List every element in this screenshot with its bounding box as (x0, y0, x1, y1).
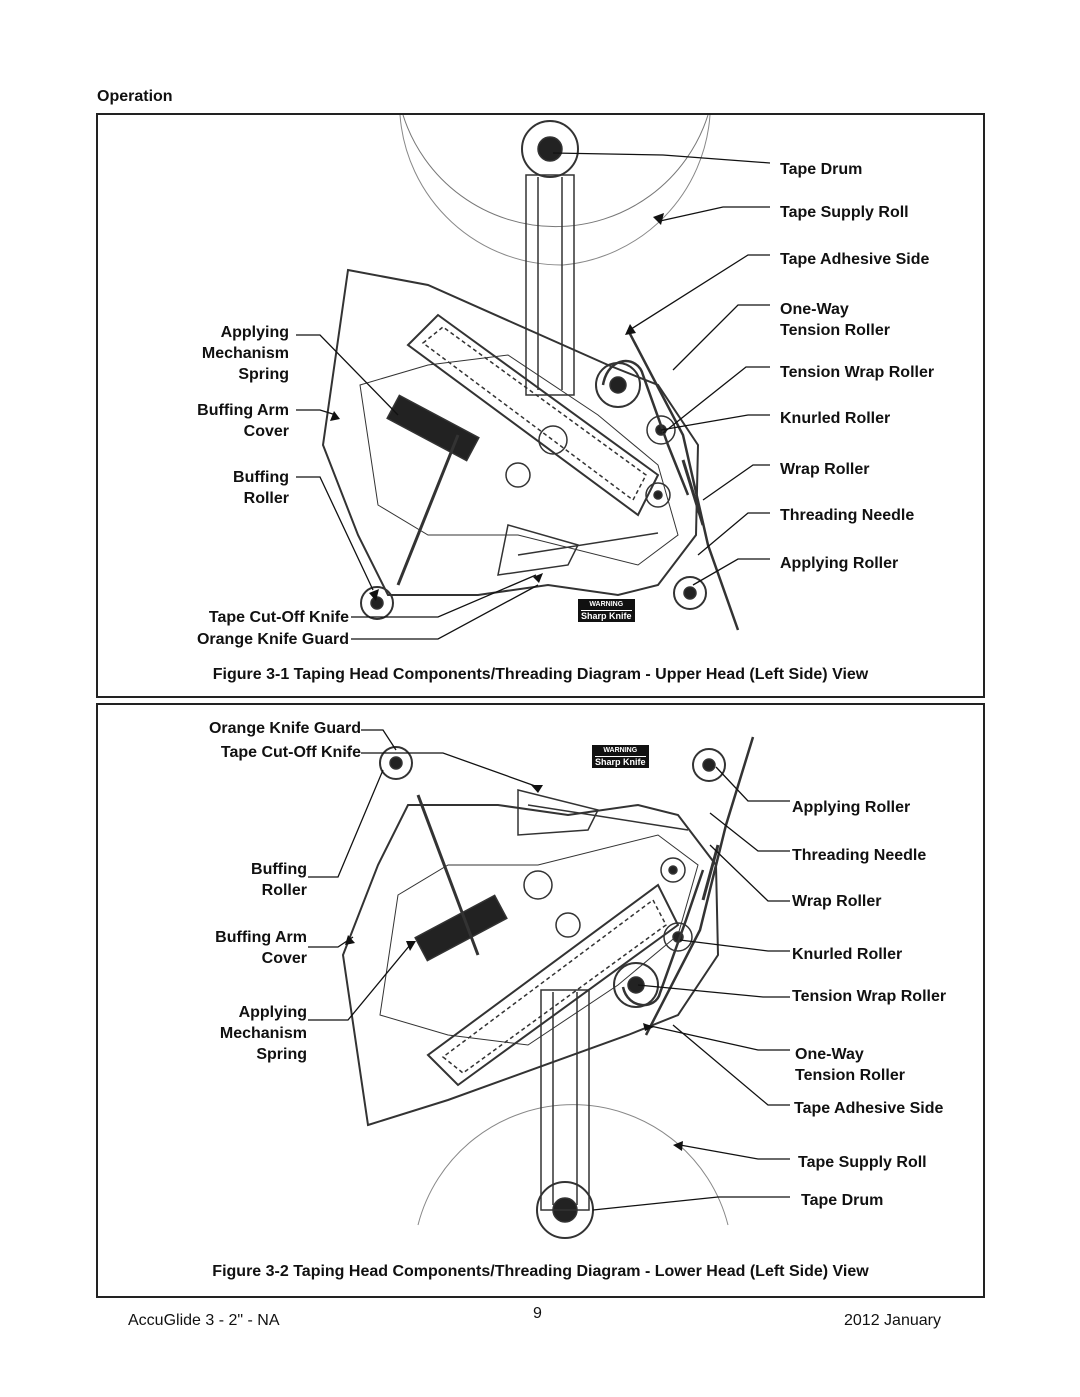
threading-needle-label: Threading Needle (792, 847, 927, 864)
tension-wrap-roller-label: Tension Wrap Roller (792, 988, 947, 1005)
tape-drum-label: Tape Drum (780, 161, 863, 178)
tension-wrap-roller-label: Tension Wrap Roller (780, 364, 935, 381)
buffing-roller-label: Buffing Roller (233, 469, 289, 507)
upper-head-diagram (296, 115, 771, 640)
applying-roller-label: Applying Roller (792, 799, 911, 816)
footer-date: 2012 January (844, 1312, 941, 1329)
section-title: Operation (97, 88, 173, 105)
buffing-roller-label: Buffing Roller (251, 861, 307, 899)
knurled-roller-label: Knurled Roller (792, 946, 903, 963)
figure-3-1-panel: Applying Mechanism Spring Buffing Arm Co… (96, 113, 985, 698)
sharp-knife-warning-label: WARNING Sharp Knife (592, 745, 649, 768)
lower-head-diagram (308, 729, 790, 1295)
knurled-roller-label: Knurled Roller (780, 410, 891, 427)
orange-knife-guard-label: Orange Knife Guard (196, 631, 349, 648)
tape-supply-roll-label: Tape Supply Roll (780, 204, 909, 221)
wrap-roller-label: Wrap Roller (780, 461, 870, 478)
tape-cutoff-knife-label: Tape Cut-Off Knife (208, 609, 349, 626)
tape-supply-roll-outline (402, 115, 709, 228)
applying-mechanism-spring-label: Applying Mechanism Spring (219, 1004, 307, 1063)
tape-adhesive-side-label: Tape Adhesive Side (794, 1100, 944, 1117)
figure-3-2-panel: Orange Knife Guard Tape Cut-Off Knife Bu… (96, 703, 985, 1298)
wrap-roller-label: Wrap Roller (792, 893, 882, 910)
sharp-knife-warning-label: WARNING Sharp Knife (578, 599, 635, 622)
tape-adhesive-side-label: Tape Adhesive Side (780, 251, 930, 268)
figure-3-1-caption: Figure 3-1 Taping Head Components/Thread… (212, 666, 869, 683)
tape-drum-label: Tape Drum (801, 1192, 884, 1209)
footer-product: AccuGlide 3 - 2" - NA (128, 1312, 280, 1329)
buffing-arm-cover-label: Buffing Arm Cover (215, 929, 307, 967)
orange-knife-guard-label: Orange Knife Guard (208, 720, 361, 737)
buffing-arm-cover-label: Buffing Arm Cover (197, 402, 289, 440)
threading-needle-label: Threading Needle (780, 507, 915, 524)
tape-cutoff-knife-label: Tape Cut-Off Knife (220, 744, 361, 761)
page-number: 9 (533, 1305, 542, 1322)
applying-mechanism-spring-label: Applying Mechanism Spring (201, 324, 289, 383)
figure-3-2-caption: Figure 3-2 Taping Head Components/Thread… (212, 1263, 869, 1280)
tape-supply-roll-label: Tape Supply Roll (798, 1154, 927, 1171)
one-way-tension-roller-label: One-Way Tension Roller (795, 1046, 905, 1084)
applying-roller-label: Applying Roller (780, 555, 899, 572)
one-way-tension-roller-label: One-Way Tension Roller (780, 301, 890, 339)
